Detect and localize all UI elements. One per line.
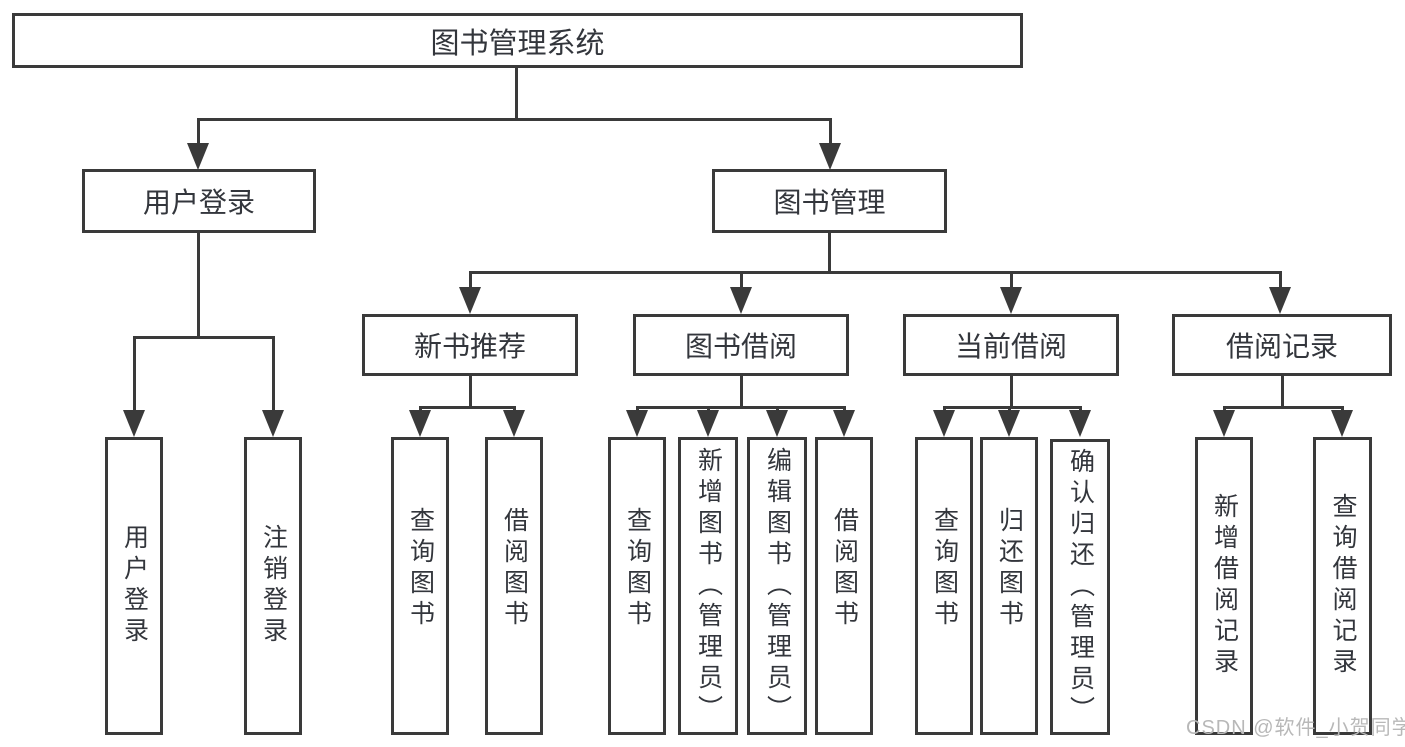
node-book-borrowing: 图书借阅	[633, 314, 849, 376]
arrow-down-icon	[123, 410, 145, 437]
arrow-down-icon	[459, 287, 481, 314]
node-label: 用户登录	[142, 187, 255, 218]
connector-line	[1010, 374, 1013, 408]
leaf-label: 注销登录	[259, 524, 288, 648]
leaf-label: 归还图书	[995, 507, 1024, 631]
arrow-down-icon	[1069, 410, 1091, 437]
node-label: 图书管理系统	[430, 27, 605, 60]
arrow-down-icon	[819, 143, 841, 170]
node-library-management-system: 图书管理系统	[12, 13, 1023, 68]
node-book-management: 图书管理	[712, 169, 947, 233]
arrow-down-icon	[626, 410, 648, 437]
connector-line	[636, 406, 845, 409]
leaf-edit-books-admin: 编辑图书（管理员）	[747, 437, 807, 735]
connector-line	[943, 406, 1080, 409]
leaf-query-books: 查询图书	[608, 437, 666, 735]
leaf-query-books: 查询图书	[391, 437, 449, 735]
leaf-label: 确认归还（管理员）	[1066, 447, 1095, 727]
connector-line	[197, 118, 831, 121]
connector-line	[515, 68, 518, 121]
leaf-label: 借阅图书	[500, 507, 529, 631]
connector-line	[1010, 271, 1013, 290]
leaf-label: 查询图书	[623, 507, 652, 631]
node-label: 借阅记录	[1225, 331, 1338, 362]
arrow-down-icon	[1331, 410, 1353, 437]
leaf-user-login: 用户登录	[105, 437, 163, 735]
connector-line	[469, 374, 472, 408]
connector-line	[828, 233, 831, 273]
leaf-borrow-books: 借阅图书	[485, 437, 543, 735]
arrow-down-icon	[697, 410, 719, 437]
connector-line	[469, 271, 1281, 274]
leaf-label: 借阅图书	[830, 507, 859, 631]
leaf-return-books: 归还图书	[980, 437, 1038, 735]
leaf-label: 查询图书	[930, 507, 959, 631]
node-label: 图书管理	[773, 187, 886, 218]
leaf-confirm-return-admin: 确认归还（管理员）	[1050, 439, 1110, 735]
arrow-down-icon	[766, 410, 788, 437]
node-current-borrowing: 当前借阅	[903, 314, 1119, 376]
arrow-down-icon	[998, 410, 1020, 437]
connector-line	[740, 374, 743, 408]
leaf-label: 新增图书（管理员）	[694, 446, 723, 726]
leaf-query-books: 查询图书	[915, 437, 973, 735]
connector-line	[829, 118, 832, 146]
arrow-down-icon	[730, 287, 752, 314]
connector-line	[419, 406, 515, 409]
leaf-label: 查询借阅记录	[1329, 493, 1357, 679]
watermark: CSDN @软件_小贺同学	[1186, 717, 1405, 739]
leaf-label: 新增借阅记录	[1210, 493, 1239, 679]
node-label: 当前借阅	[954, 331, 1067, 362]
connector-line	[197, 118, 200, 146]
arrow-down-icon	[262, 410, 284, 437]
node-user-login: 用户登录	[82, 169, 316, 233]
connector-line	[1281, 374, 1284, 408]
arrow-down-icon	[1000, 287, 1022, 314]
connector-line	[1223, 406, 1343, 409]
connector-line	[1279, 271, 1282, 290]
arrow-down-icon	[1269, 287, 1291, 314]
leaf-label: 用户登录	[120, 524, 149, 648]
arrow-down-icon	[933, 410, 955, 437]
connector-line	[272, 336, 275, 413]
node-label: 新书推荐	[413, 331, 526, 362]
connector-line	[133, 336, 136, 413]
leaf-borrow-books: 借阅图书	[815, 437, 873, 735]
node-borrow-records: 借阅记录	[1172, 314, 1392, 376]
leaf-add-books-admin: 新增图书（管理员）	[678, 437, 738, 735]
leaf-query-borrow-record: 查询借阅记录	[1313, 437, 1372, 735]
leaf-label: 查询图书	[406, 507, 435, 631]
node-label: 图书借阅	[684, 331, 797, 362]
leaf-add-borrow-record: 新增借阅记录	[1195, 437, 1253, 735]
arrow-down-icon	[187, 143, 209, 170]
connector-line	[469, 271, 472, 290]
node-new-book-recommend: 新书推荐	[362, 314, 578, 376]
connector-line	[133, 336, 274, 339]
leaf-label: 编辑图书（管理员）	[763, 446, 792, 726]
arrow-down-icon	[503, 410, 525, 437]
leaf-logout: 注销登录	[244, 437, 302, 735]
connector-line	[197, 233, 200, 339]
connector-line	[740, 271, 743, 290]
arrow-down-icon	[833, 410, 855, 437]
arrow-down-icon	[1213, 410, 1235, 437]
arrow-down-icon	[409, 410, 431, 437]
